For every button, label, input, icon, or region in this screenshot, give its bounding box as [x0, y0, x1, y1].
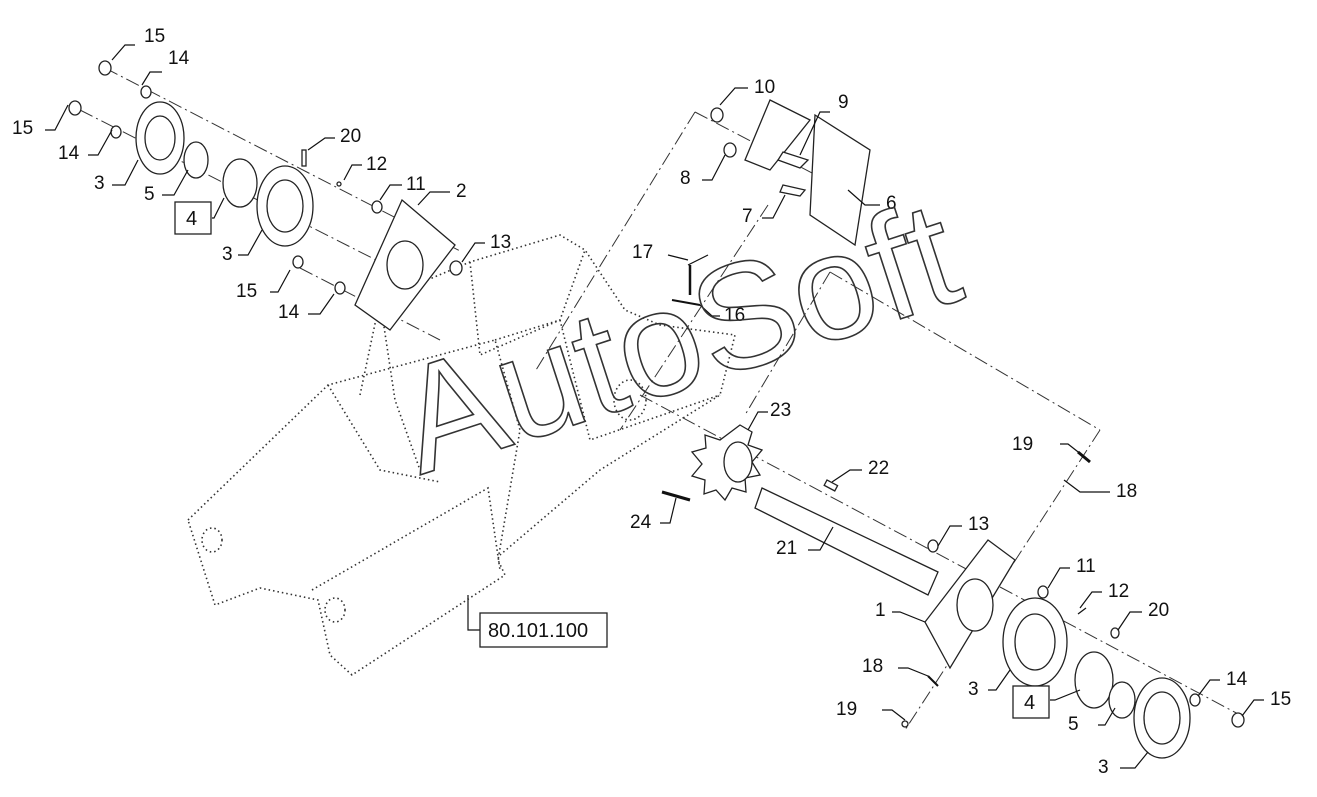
callout-15: 15 — [1270, 689, 1291, 710]
leader-lines — [45, 44, 1264, 769]
reference-label: 80.101.100 — [488, 620, 588, 642]
callout-5: 5 — [1068, 714, 1079, 735]
callout-13: 13 — [968, 514, 989, 535]
callout-11: 11 — [406, 174, 426, 195]
callout-13: 13 — [490, 232, 511, 253]
callout-8: 8 — [680, 168, 691, 189]
callout-7: 7 — [742, 206, 753, 227]
callout-5: 5 — [144, 184, 155, 205]
callout-14: 14 — [1226, 669, 1248, 690]
callout-labels: 15 14 15 14 3 5 4 3 15 14 20 12 11 2 13 … — [12, 26, 1291, 778]
upper-right-bracket-assembly — [710, 99, 871, 247]
callout-15: 15 — [12, 118, 33, 139]
callout-15: 15 — [144, 26, 165, 47]
callout-18: 18 — [862, 656, 883, 677]
callout-23: 23 — [770, 400, 791, 421]
callout-21: 21 — [776, 538, 797, 559]
callout-4: 4 — [1024, 692, 1035, 714]
reference-box: 80.101.100 — [479, 612, 608, 648]
callout-22: 22 — [868, 458, 889, 479]
callout-12: 12 — [366, 154, 387, 175]
callout-24: 24 — [630, 512, 652, 533]
callout-19: 19 — [1012, 434, 1033, 455]
callout-3: 3 — [222, 244, 233, 265]
callout-3: 3 — [968, 679, 979, 700]
callout-box — [174, 201, 212, 235]
callout-4: 4 — [186, 208, 197, 230]
callout-6: 6 — [886, 193, 897, 214]
callout-3: 3 — [1098, 757, 1109, 778]
callout-20: 20 — [340, 126, 361, 147]
callout-10: 10 — [754, 77, 775, 98]
upper-left-bearing-assembly — [68, 60, 463, 331]
callout-box — [1012, 685, 1050, 719]
callout-1: 1 — [875, 600, 886, 621]
callout-14: 14 — [58, 143, 80, 164]
callout-3: 3 — [94, 173, 105, 194]
pin-parts — [671, 254, 709, 306]
callout-11: 11 — [1076, 556, 1096, 577]
watermark: AutoSoft — [378, 168, 977, 506]
callout-19: 19 — [836, 699, 857, 720]
callout-14: 14 — [278, 302, 300, 323]
callout-20: 20 — [1148, 600, 1169, 621]
callout-15: 15 — [236, 281, 257, 302]
callout-17: 17 — [632, 242, 653, 263]
callout-2: 2 — [456, 181, 467, 202]
callout-18: 18 — [1116, 481, 1137, 502]
callout-16: 16 — [724, 305, 745, 326]
shaft-sprocket-assembly — [661, 424, 1245, 759]
main-frame — [187, 234, 736, 677]
callout-9: 9 — [838, 92, 849, 113]
callout-12: 12 — [1108, 581, 1129, 602]
callout-14: 14 — [168, 48, 190, 69]
